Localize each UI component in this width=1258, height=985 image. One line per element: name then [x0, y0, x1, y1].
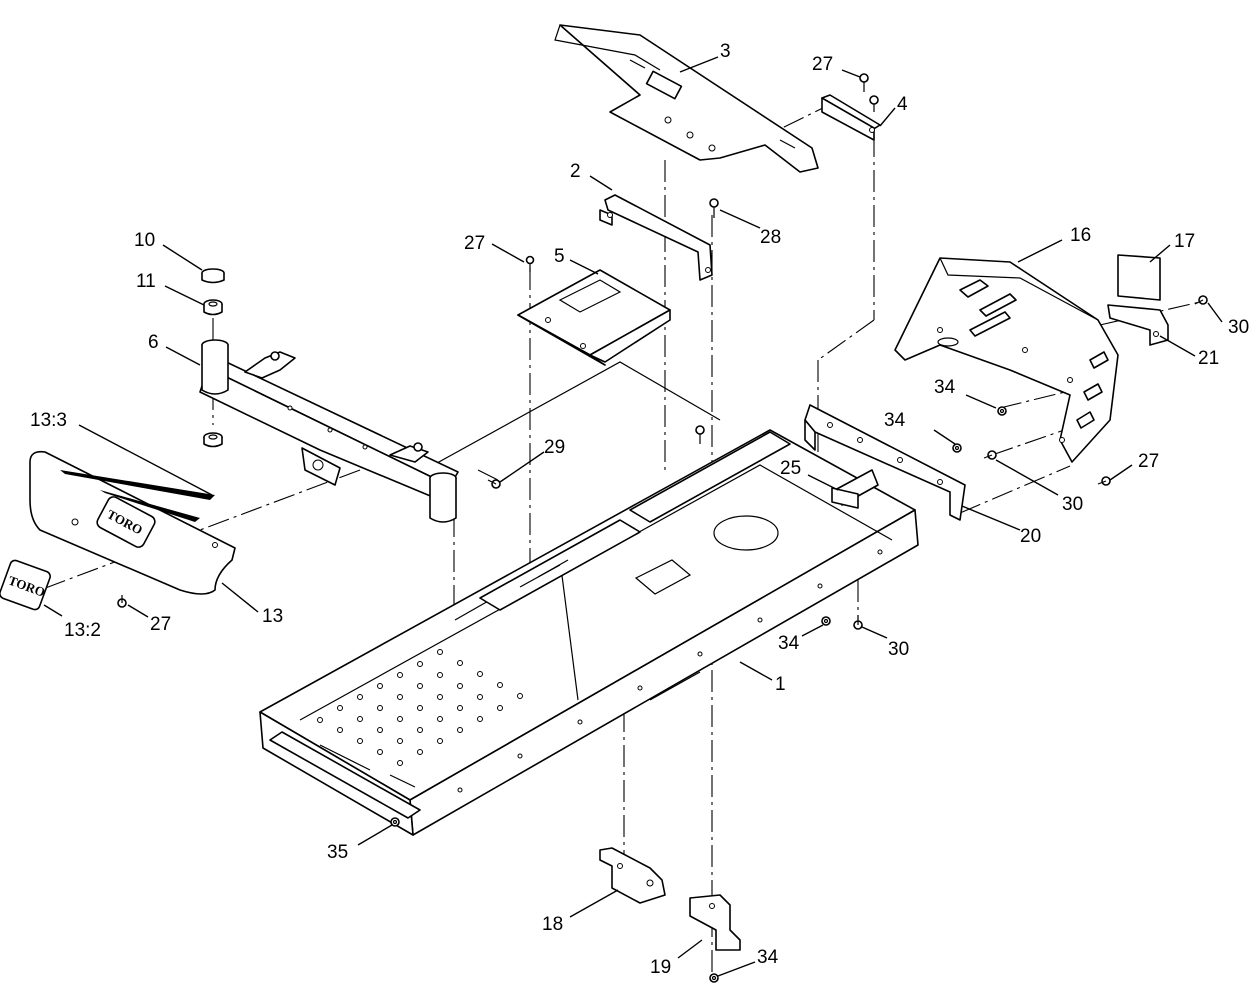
callout-13: 13 — [262, 606, 283, 627]
callout-27: 27 — [1138, 451, 1159, 472]
callout-4: 4 — [897, 94, 908, 115]
bolt — [695, 425, 705, 444]
fasteners — [117, 73, 1208, 983]
angle-bracket — [821, 94, 881, 141]
upper-console-plate — [554, 24, 819, 173]
callout-30: 30 — [1228, 317, 1249, 338]
callout-25: 25 — [780, 458, 801, 479]
callout-2: 2 — [570, 161, 581, 182]
leader-lines — [43, 56, 1223, 977]
callout-18: 18 — [542, 914, 563, 935]
mounting-plate — [517, 269, 671, 366]
axle-bushing — [203, 299, 223, 316]
callout-29: 29 — [544, 437, 565, 458]
axle-cap — [201, 268, 225, 284]
callout-19: 19 — [650, 957, 671, 978]
seat-decal — [1117, 254, 1161, 301]
callout-17: 17 — [1174, 231, 1195, 252]
callout-10: 10 — [134, 230, 155, 251]
bolt — [709, 198, 719, 218]
callout-30: 30 — [888, 639, 909, 660]
callout-34: 34 — [757, 947, 779, 968]
bolt — [1097, 476, 1111, 486]
callout-20: 20 — [1020, 526, 1041, 547]
front-axle — [199, 339, 459, 523]
nut — [709, 973, 719, 983]
callout-6: 6 — [148, 332, 159, 353]
lower-bushing — [203, 432, 223, 448]
callout-11: 11 — [136, 271, 156, 292]
bolt — [859, 73, 869, 92]
bolt — [983, 450, 997, 460]
seat-latch-bracket — [1107, 304, 1169, 346]
callout-16: 16 — [1070, 225, 1091, 246]
callout-3: 3 — [720, 41, 731, 62]
callout-30: 30 — [1062, 494, 1083, 515]
bolt — [853, 615, 863, 630]
lower-bracket-left — [599, 847, 666, 904]
callout-28: 28 — [760, 227, 781, 248]
nut — [952, 443, 962, 453]
callout-34: 34 — [884, 410, 906, 431]
callout-27: 27 — [150, 614, 171, 635]
bolt — [487, 479, 501, 489]
callout-35: 35 — [327, 842, 348, 863]
floor-perforations — [317, 649, 523, 766]
frame-side-holes — [457, 549, 883, 793]
callout-labels: 3 27 4 2 28 27 5 10 11 6 13:3 13:2 27 13… — [30, 41, 1249, 978]
callout-1: 1 — [775, 674, 786, 695]
callout-13-2: 13:2 — [64, 620, 101, 641]
rear-seat-support — [804, 404, 966, 521]
bolt — [869, 95, 879, 112]
chassis-frame — [259, 361, 919, 836]
nut — [997, 406, 1007, 416]
bolt — [117, 595, 127, 608]
brand-plate: TORO — [0, 559, 51, 611]
callout-27: 27 — [464, 233, 485, 254]
bolt — [1194, 295, 1208, 305]
front-cover: TORO — [29, 450, 236, 595]
callout-27: 27 — [812, 54, 833, 75]
callout-5: 5 — [554, 246, 565, 267]
bolt — [525, 255, 535, 272]
callout-21: 21 — [1198, 348, 1219, 369]
lower-bracket-right — [689, 894, 741, 951]
callout-13-3: 13:3 — [30, 410, 67, 431]
callout-34: 34 — [934, 377, 956, 398]
frame-label — [831, 487, 859, 509]
seat-pan — [894, 257, 1119, 463]
callout-34: 34 — [778, 633, 800, 654]
seat-bracket — [599, 194, 713, 281]
nut — [390, 817, 400, 827]
nut — [821, 616, 831, 626]
